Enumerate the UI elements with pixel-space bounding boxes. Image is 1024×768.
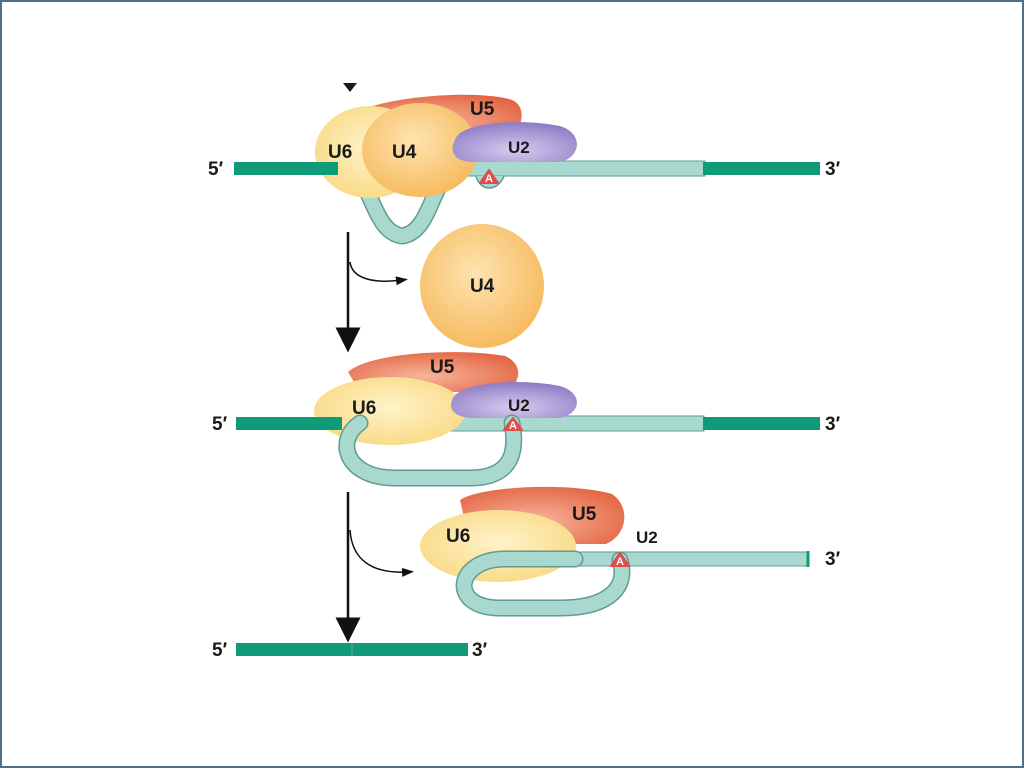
- u5-label-2: U5: [430, 357, 455, 378]
- u4-released-label: U4: [470, 276, 495, 297]
- u2-label-3: U2: [636, 528, 658, 547]
- excised-lariat-complex: A U6 U5 U2 3′: [420, 487, 841, 608]
- u2-label: U2: [508, 138, 530, 157]
- u6-label: U6: [328, 142, 352, 163]
- u4-label: U4: [392, 142, 417, 163]
- u2-label-2: U2: [508, 396, 530, 415]
- transition-arrow-1: [348, 232, 402, 340]
- three-prime-label-4: 3′: [472, 640, 488, 661]
- u6-label-3: U6: [446, 526, 470, 547]
- u5-label-3: U5: [572, 504, 597, 525]
- u6-label-2: U6: [352, 398, 376, 419]
- three-prime-label: 3′: [825, 159, 841, 180]
- u6-snrnp-3: [420, 510, 576, 582]
- exon-3prime: [703, 162, 820, 175]
- u5-label: U5: [470, 99, 495, 120]
- three-prime-label-2: 3′: [825, 414, 841, 435]
- stage-2-spliceosome: A 5′ 3′ U6 U5 U2: [212, 352, 841, 478]
- branch-point-label-3: A: [616, 556, 624, 568]
- u6-snrnp-2: [314, 377, 466, 445]
- stage-1-spliceosome: A 5′ 3′ U6 U4 U5 U2: [208, 83, 841, 236]
- splice-site-marker: [343, 83, 357, 92]
- three-prime-label-3: 3′: [825, 549, 841, 570]
- branch-point-label-2: A: [509, 420, 517, 432]
- branch-point-label: A: [485, 173, 493, 185]
- exon-5prime: [234, 162, 338, 175]
- five-prime-label-2: 5′: [212, 414, 228, 435]
- five-prime-label: 5′: [208, 159, 224, 180]
- transition-arrow-2: [348, 492, 408, 630]
- released-u4: U4: [420, 224, 544, 348]
- five-prime-label-4: 5′: [212, 640, 228, 661]
- spliced-exons: 5′ 3′: [212, 640, 488, 661]
- exon-3prime-2: [703, 417, 820, 430]
- exon-5prime-2: [236, 417, 342, 430]
